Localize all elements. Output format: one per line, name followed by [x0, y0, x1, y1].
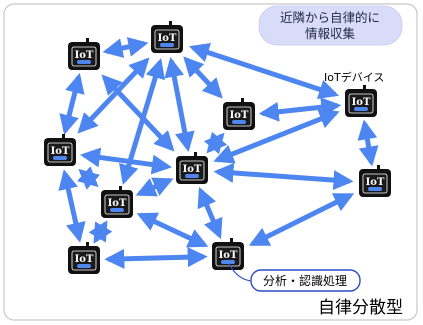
bidirectional-arrow-icon: [164, 56, 195, 153]
iot-device-icon: IoT: [176, 152, 208, 184]
callout-line-2: 情報収集: [305, 26, 356, 41]
diagram-caption: 自律分散型: [318, 298, 403, 318]
bidirectional-arrow-icon: [189, 43, 339, 99]
iot-device-icon: IoT: [345, 85, 377, 117]
bidirectional-arrow-icon: [88, 220, 113, 244]
devices-layer: IoT IoT IoT IoT IoT IoT IoT IoT IoT IoT: [44, 21, 391, 274]
bidirectional-arrow-icon: [102, 37, 149, 58]
callout-line-1: 近隣から自律的に: [280, 10, 380, 25]
iot-device-icon: IoT: [151, 21, 183, 53]
svg-text:IoT: IoT: [366, 177, 385, 188]
iot-device-icon: IoT: [223, 98, 255, 130]
svg-text:IoT: IoT: [51, 146, 70, 157]
svg-text:IoT: IoT: [352, 97, 371, 108]
bidirectional-arrow-icon: [58, 169, 86, 243]
iot-device-icon: IoT: [212, 238, 244, 270]
iot-device-icon: IoT: [101, 186, 133, 218]
device-type-label: IoTデバイス: [324, 70, 384, 84]
svg-text:IoT: IoT: [158, 33, 177, 44]
bidirectional-arrow-icon: [135, 177, 174, 197]
analysis-callout: [250, 269, 361, 292]
bidirectional-arrow-icon: [104, 247, 208, 269]
bidirectional-arrow-icon: [213, 162, 354, 191]
bidirectional-arrow-icon: [213, 109, 340, 164]
analysis-label: 分析・認識処理: [263, 273, 347, 288]
bidirectional-arrow-icon: [357, 119, 379, 167]
svg-text:IoT: IoT: [108, 198, 127, 209]
iot-device-icon: IoT: [44, 134, 76, 166]
iot-device-icon: IoT: [359, 165, 391, 197]
bidirectional-arrow-icon: [248, 192, 355, 247]
bidirectional-arrow-icon: [59, 73, 85, 135]
svg-text:IoT: IoT: [219, 250, 238, 261]
svg-text:IoT: IoT: [75, 254, 94, 265]
svg-text:IoT: IoT: [183, 164, 202, 175]
arrows-layer: [58, 37, 379, 269]
svg-text:IoT: IoT: [230, 110, 249, 121]
bidirectional-arrow-icon: [80, 147, 172, 175]
iot-device-icon: IoT: [68, 242, 100, 274]
analysis-connector: [228, 263, 253, 282]
bidirectional-arrow-icon: [136, 212, 209, 248]
iot-device-icon: IoT: [68, 38, 100, 70]
svg-text:IoT: IoT: [75, 50, 94, 61]
bidirectional-arrow-icon: [197, 186, 223, 240]
